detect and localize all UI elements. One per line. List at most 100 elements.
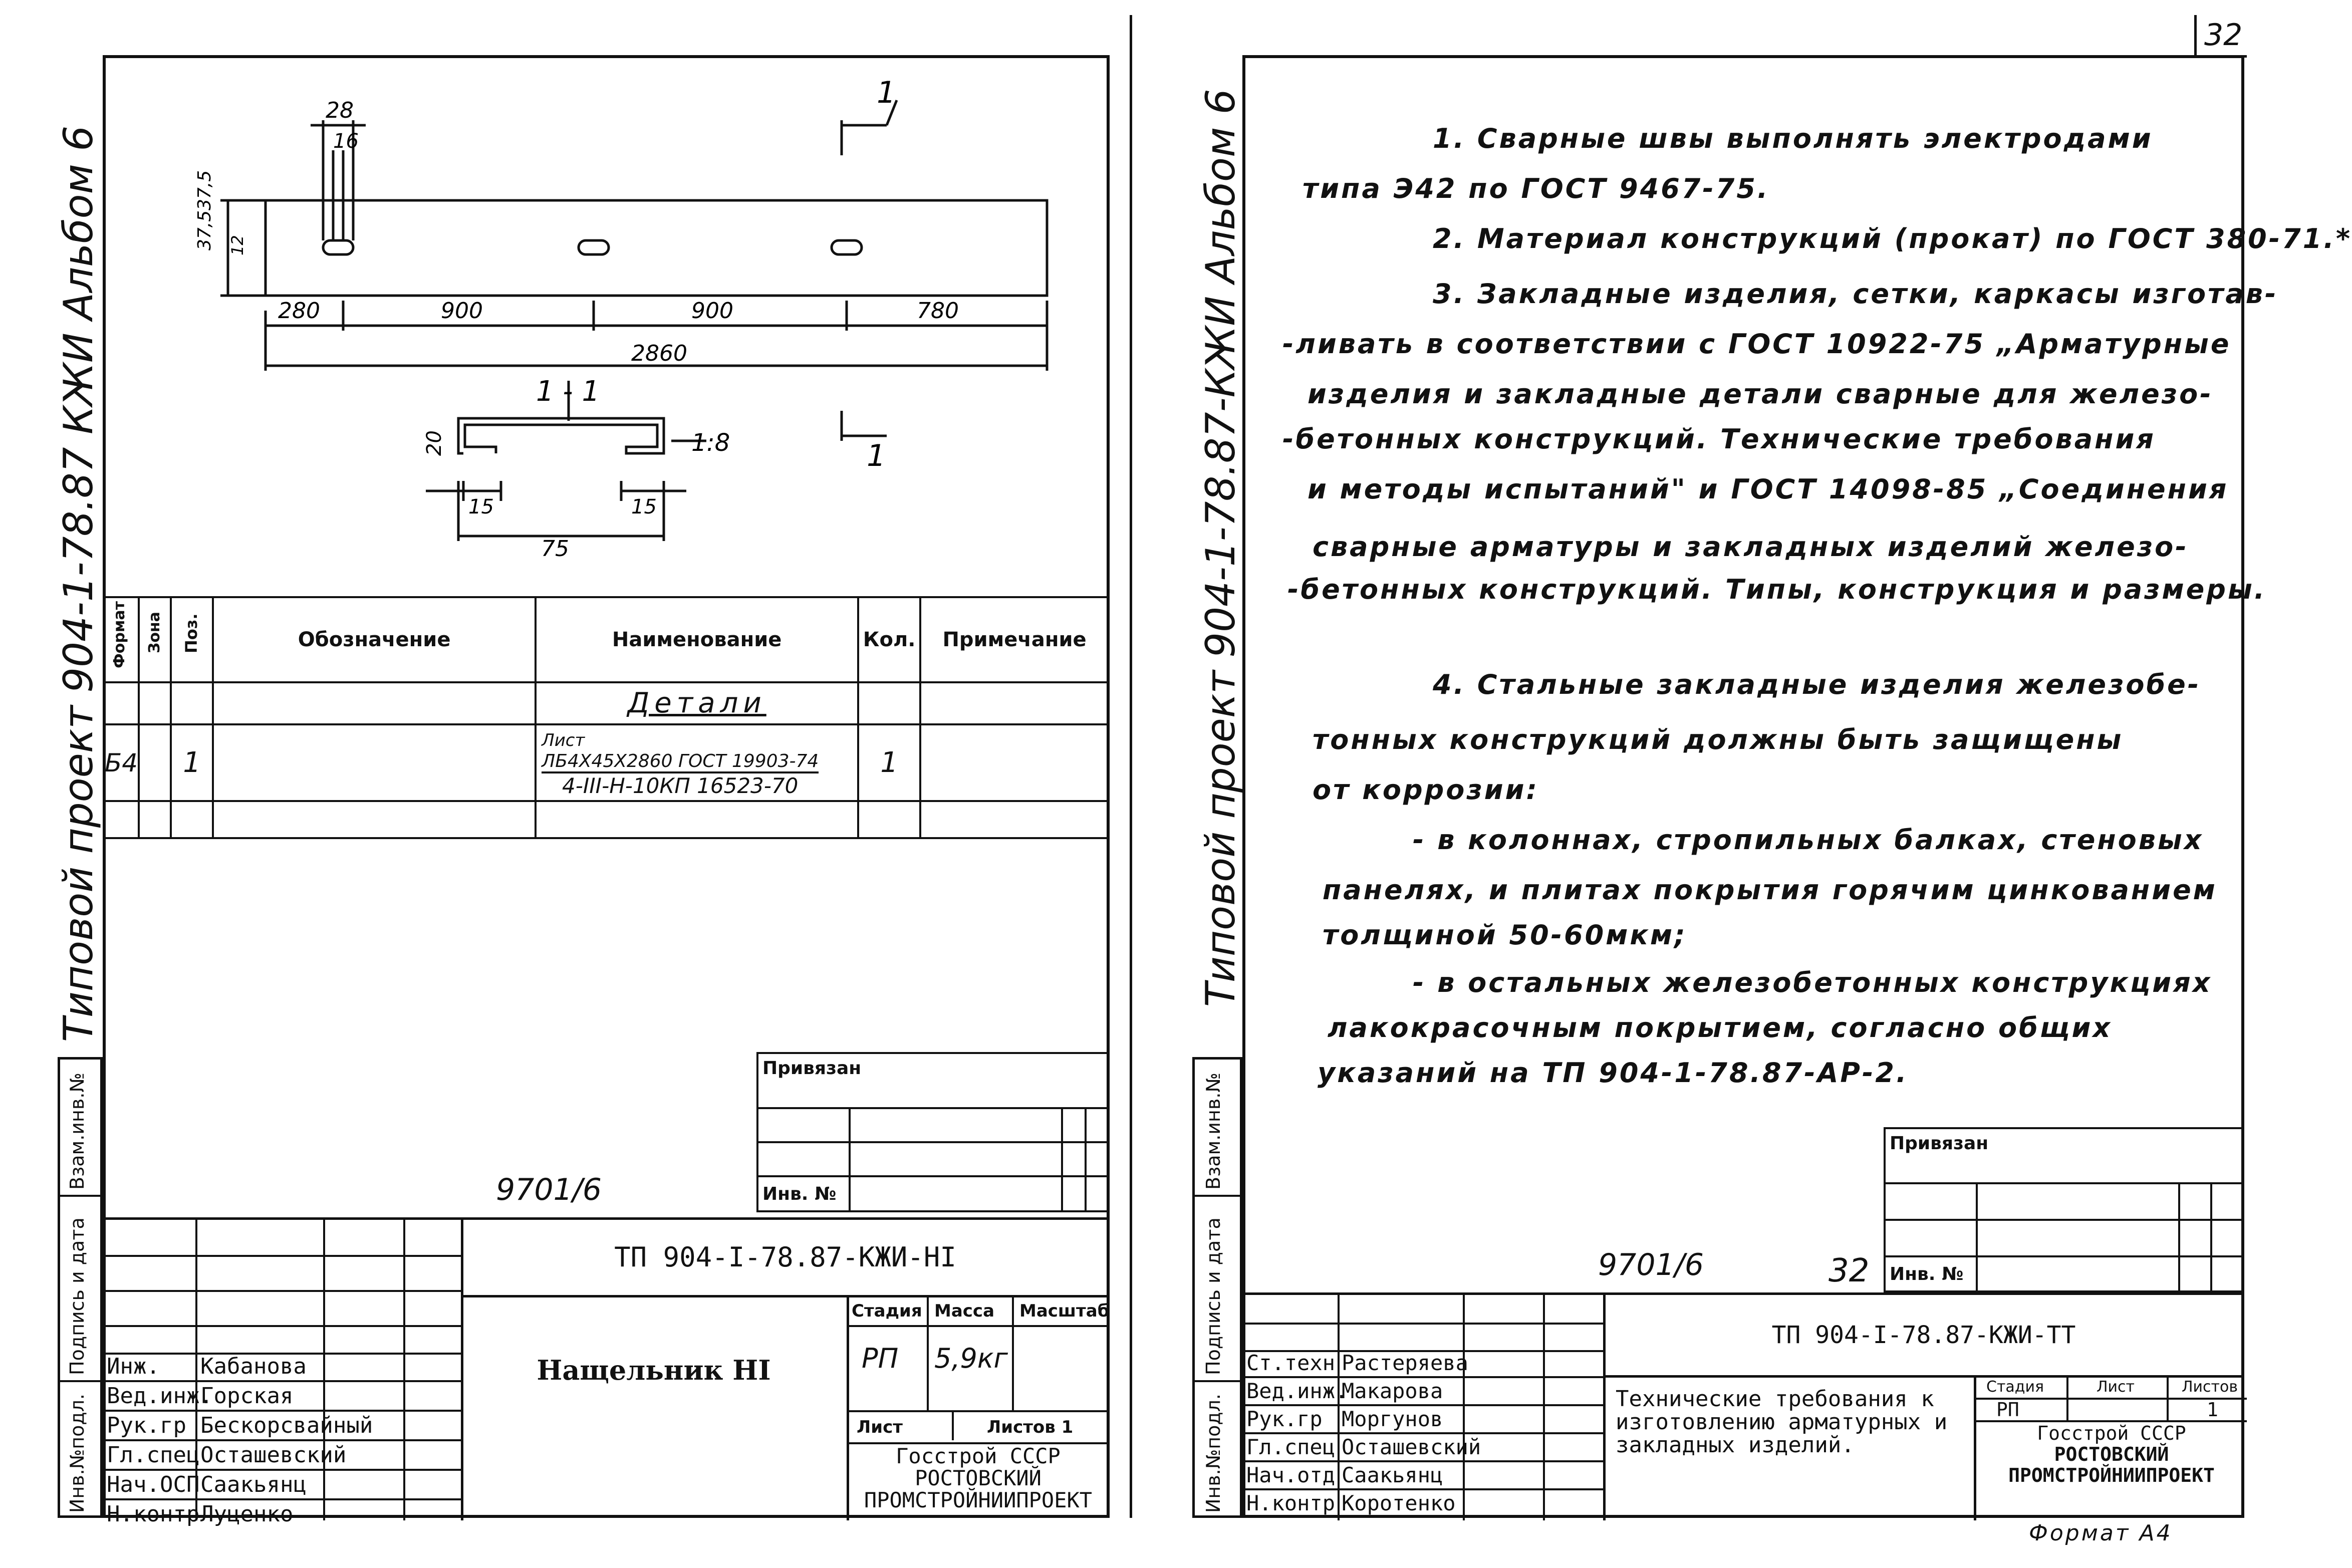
note-line: - в остальных железобетонных конструкция… <box>1413 967 2212 998</box>
group-title: Детали <box>535 681 860 726</box>
left-sheets-label: Листов 1 <box>987 1417 1074 1437</box>
right-side-project-label: Типовой проект 904-1-78.87-КЖИ Альбом 6 <box>1197 89 1244 1007</box>
right-privyazan-label: Привязан <box>1884 1127 2244 1184</box>
col-note-header: Примечание <box>919 596 1110 683</box>
left-org-line3: ПРОМСТРОЙНИИПРОЕКТ <box>864 1488 1093 1512</box>
col-qty-header: Кол. <box>857 596 922 683</box>
left-doc-name: Нащельник НI <box>461 1295 849 1520</box>
plate-outline <box>264 199 1049 297</box>
right-org-line2: РОСТОВСКИЙ <box>2054 1443 2169 1465</box>
dim-280: 280 <box>278 298 320 324</box>
note-line: 3. Закладные изделия, сетки, каркасы изг… <box>1433 278 2278 310</box>
row-name: Лист ЛБ4Х45Х2860 ГОСТ 19903-74 4-III-Н-1… <box>535 723 860 802</box>
note-line: изделия и закладные детали сварные для ж… <box>1308 378 2213 410</box>
right-doc-name: Технические требования к изготовлению ар… <box>1616 1386 1948 1458</box>
note-line: 4. Стальные закладные изделия железобе- <box>1433 669 2201 700</box>
person-row: Нач.ОСП Саакьянц <box>103 1471 461 1500</box>
left-privyazan-block: Привязан Инв. № <box>756 1052 1110 1212</box>
note-line: -бетонных конструкций. Технические требо… <box>1282 423 2156 455</box>
left-stage: РП <box>862 1343 899 1374</box>
person-row: Нач.отд Саакьянц <box>1242 1462 1603 1490</box>
format-label: Формат А4 <box>2029 1520 2173 1546</box>
person-row: Гл.спец Осташевский <box>103 1441 461 1471</box>
dim-15-b: 15 <box>631 495 657 518</box>
note-line: тонных конструкций должны быть защищены <box>1313 724 2124 755</box>
left-doc-code: ТП 904-I-78.87-КЖИ-НI <box>461 1220 1110 1297</box>
section-mark-top: 1 <box>877 75 896 110</box>
left-org-line1: Госстрой СССР <box>896 1444 1061 1468</box>
left-inv-label: Инв. № <box>756 1175 851 1212</box>
dim-900-b: 900 <box>691 298 733 324</box>
part-drawing: 28 16 37,5 37,5 12 280 900 900 780 2860 … <box>194 75 1049 562</box>
person-row: Ст.техн Растеряева <box>1242 1350 1603 1378</box>
person-row: Гл.спец Осташевский <box>1242 1434 1603 1462</box>
spec-table: Формат Зона Поз. Обозначение Наименовани… <box>102 596 1110 840</box>
note-line: и методы испытаний" и ГОСТ 14098-85 „Сое… <box>1308 473 2229 505</box>
note-line: -бетонных конструкций. Типы, конструкция… <box>1287 574 2267 605</box>
person-row: Рук.гр Бескорсвайный <box>103 1412 461 1441</box>
left-stamp-number: 9701/6 <box>496 1172 602 1207</box>
left-side-project-label: Типовой проект 904-1-78.87 КЖИ Альбом 6 <box>55 125 102 1042</box>
page-number: 32 <box>2204 18 2243 53</box>
note-line: панелях, и плитах покрытия горячим цинко… <box>1323 874 2217 906</box>
left-stamp-podpis: Подпись и дата <box>66 1217 88 1375</box>
right-sheets-label: Листов <box>2182 1378 2238 1396</box>
note-line: лакокрасочным покрытием, согласно общих <box>1328 1012 2113 1043</box>
right-sheets: 1 <box>2207 1399 2218 1421</box>
left-title-block: Инж. Кабанова Вед.инж. Горская Рук.гр Бе… <box>103 1217 1110 1527</box>
row-qty: 1 <box>857 723 922 802</box>
person-row: Рук.гр Моргунов <box>1242 1406 1603 1434</box>
right-sheet-label: Лист <box>2097 1378 2135 1396</box>
right-stage: РП <box>1996 1399 2019 1421</box>
left-stage-label: Стадия <box>852 1301 922 1321</box>
dim-900-a: 900 <box>441 298 483 324</box>
section-profile <box>457 417 665 455</box>
left-scale-label: Масштаб <box>1019 1301 1110 1321</box>
left-mass: 5,9кг <box>934 1343 1008 1374</box>
person-row: Н.контр Коротенко <box>1246 1491 1456 1515</box>
note-line: типа Э42 по ГОСТ 9467-75. <box>1302 173 1770 204</box>
right-org-line3: ПРОМСТРОЙНИИПРОЕКТ <box>2008 1464 2215 1486</box>
section-mark-bottom: 1 <box>867 438 886 473</box>
left-mass-label: Масса <box>934 1301 995 1321</box>
person-row: Н.контр Луценко <box>107 1501 294 1527</box>
person-row: Инж. Кабанова <box>103 1353 461 1382</box>
right-stamp-podpis: Подпись и дата <box>1202 1217 1224 1375</box>
right-title-block: Ст.техн Растеряева Вед.инж. Макарова Рук… <box>1242 1292 2247 1520</box>
col-format-header: Формат <box>102 596 140 683</box>
right-side-stamp: Взам.инв.№ Подпись и дата Инв.№подл. <box>1192 1057 1242 1518</box>
sheet-separator <box>1130 15 1132 1518</box>
note-line: 2. Материал конструкций (прокат) по ГОСТ… <box>1433 223 2352 254</box>
slot <box>322 239 355 256</box>
right-sheet-frame <box>1242 55 2244 1518</box>
note-line: толщиной 50-60мкм; <box>1323 919 1687 951</box>
right-org-line1: Госстрой СССР <box>2037 1422 2186 1444</box>
dim-16: 16 <box>333 130 359 153</box>
dim-28: 28 <box>326 98 354 123</box>
right-inv-label: Инв. № <box>1884 1255 1978 1292</box>
note-line: - в колоннах, стропильных балках, стенов… <box>1413 824 2204 856</box>
dim-2860: 2860 <box>631 341 687 366</box>
right-sheet-mark: 32 <box>1828 1252 1870 1289</box>
right-privyazan-block: Привязан Инв. № <box>1884 1127 2244 1292</box>
section-title: 1 - 1 <box>536 375 600 408</box>
dim-75: 75 <box>541 536 569 562</box>
right-stamp-number: 9701/6 <box>1598 1247 1704 1282</box>
note-line: -ливать в соответствии с ГОСТ 10922-75 „… <box>1282 328 2231 360</box>
col-designation-header: Обозначение <box>212 596 537 683</box>
dim-37-5-b: 37,5 <box>194 170 215 210</box>
row-pos: 1 <box>170 723 214 802</box>
row-name-line2: 4-III-Н-10КП 16523-70 <box>562 773 799 798</box>
col-pos-header: Поз. <box>170 596 214 683</box>
dim-20: 20 <box>423 430 446 456</box>
dim-15-a: 15 <box>468 495 494 518</box>
dim-12: 12 <box>228 235 247 255</box>
row-name-prefix: Лист <box>542 730 585 750</box>
page-number-box: 32 <box>2194 15 2247 58</box>
left-stamp-vzam: Взам.инв.№ <box>66 1073 88 1190</box>
slot <box>830 239 863 256</box>
row-name-line1: ЛБ4Х45Х2860 ГОСТ 19903-74 <box>542 751 819 773</box>
note-line: сварные арматуры и закладных изделий жел… <box>1313 531 2189 563</box>
note-line: от коррозии: <box>1313 774 1539 806</box>
note-line: 1. Сварные швы выполнять электродами <box>1433 123 2153 154</box>
